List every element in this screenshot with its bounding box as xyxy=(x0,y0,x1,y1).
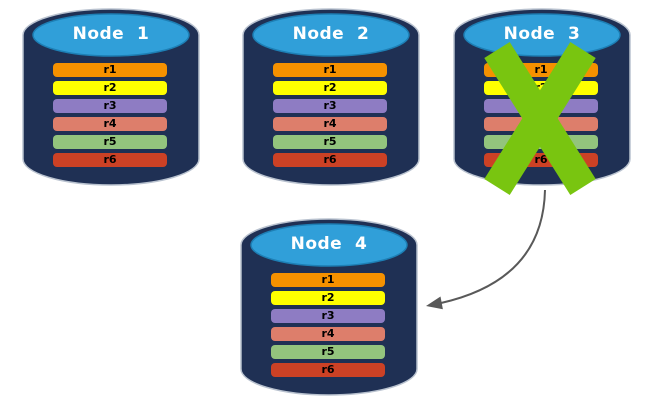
replica-row-r3: r3 xyxy=(53,99,167,113)
node-title: Node 2 xyxy=(292,24,370,44)
replica-row-r1: r1 xyxy=(53,63,167,77)
node-title: Node 1 xyxy=(72,24,150,44)
replication-arrow xyxy=(426,189,546,310)
node-title: Node 4 xyxy=(290,234,368,254)
failure-x-icon xyxy=(484,42,596,195)
replica-row-r6: r6 xyxy=(53,153,167,167)
replica-list: r1 r2 r3 r4 r5 r6 xyxy=(53,63,167,167)
arrow-curve xyxy=(440,189,546,304)
replica-row-r1: r1 xyxy=(273,63,387,77)
cylinder-cap xyxy=(463,13,621,57)
replica-row-r4: r4 xyxy=(271,327,385,341)
replica-row-r5: r5 xyxy=(273,135,387,149)
x-stroke xyxy=(484,42,596,195)
node-title: Node 3 xyxy=(503,24,581,44)
replica-row-r2: r2 xyxy=(271,291,385,305)
replica-row-r2: r2 xyxy=(53,81,167,95)
replica-list: r1 r2 r3 r4 r5 r6 xyxy=(273,63,387,167)
db-node-4: Node 4 r1 r2 r3 r4 r5 r6 xyxy=(240,218,418,396)
replica-row-r4: r4 xyxy=(53,117,167,131)
db-node-1: Node 1 r1 r2 r3 r4 r5 r6 xyxy=(22,8,200,186)
replica-row-r5: r5 xyxy=(271,345,385,359)
replica-row-r6: r6 xyxy=(271,363,385,377)
replica-row-r3: r3 xyxy=(273,99,387,113)
replica-row-r4: r4 xyxy=(273,117,387,131)
replica-row-r6: r6 xyxy=(273,153,387,167)
replica-row-r5: r5 xyxy=(53,135,167,149)
cylinder-cap xyxy=(32,13,190,57)
cylinder-cap xyxy=(250,223,408,267)
cylinder-cap xyxy=(252,13,410,57)
db-node-2: Node 2 r1 r2 r3 r4 r5 r6 xyxy=(242,8,420,186)
arrowhead-icon xyxy=(426,296,443,310)
replica-row-r3: r3 xyxy=(271,309,385,323)
replica-row-r2: r2 xyxy=(273,81,387,95)
replica-row-r1: r1 xyxy=(271,273,385,287)
replica-list: r1 r2 r3 r4 r5 r6 xyxy=(271,273,385,377)
